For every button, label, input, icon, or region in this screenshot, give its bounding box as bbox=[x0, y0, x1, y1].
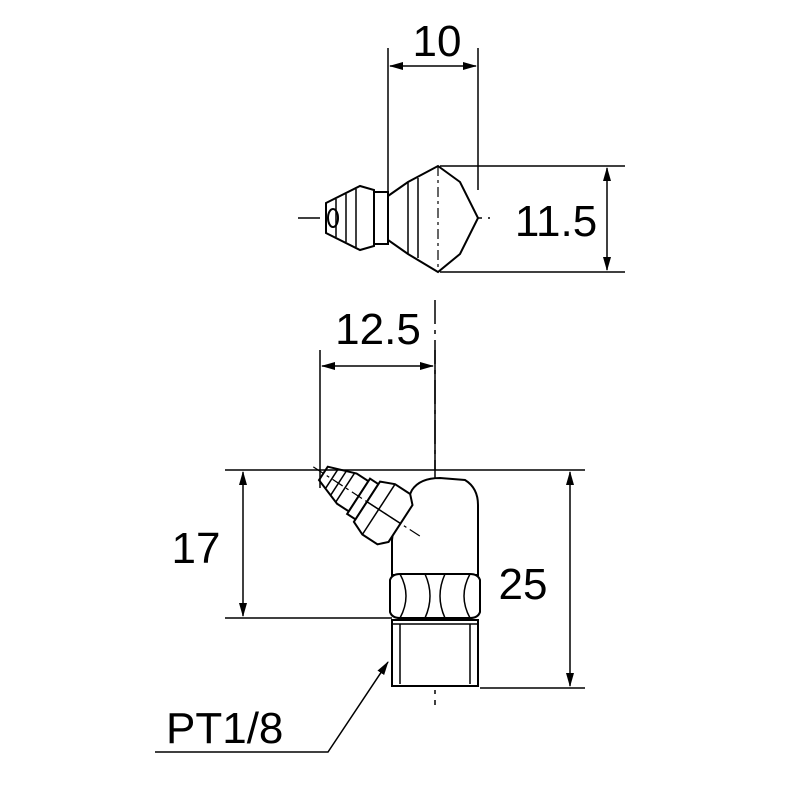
side-threaded-shank bbox=[391, 619, 479, 687]
top-width-label: 10 bbox=[413, 17, 462, 66]
side-height-label: 17 bbox=[172, 524, 221, 573]
top-nozzle-hole bbox=[327, 208, 339, 228]
top-hex-body bbox=[387, 164, 480, 274]
top-height-label: 11.5 bbox=[515, 197, 597, 246]
side-hex-nut bbox=[389, 573, 481, 619]
top-view bbox=[298, 48, 625, 274]
top-nozzle-tip bbox=[325, 184, 375, 252]
thread-leader-line bbox=[155, 661, 389, 753]
side-offset-label: 12.5 bbox=[335, 305, 421, 354]
side-overall-label: 25 bbox=[499, 560, 548, 609]
thread-label: PT1/8 bbox=[166, 704, 283, 753]
side-view bbox=[155, 300, 585, 753]
side-angled-nozzle bbox=[312, 465, 423, 546]
top-collar bbox=[373, 191, 389, 245]
